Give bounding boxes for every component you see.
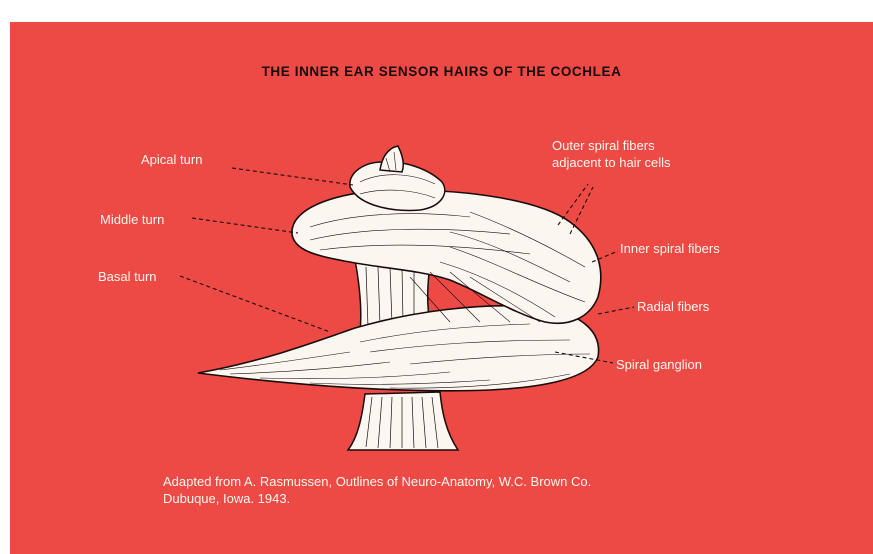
middle-turn-disc: [292, 190, 601, 323]
red-panel: THE INNER EAR SENSOR HAIRS OF THE COCHLE…: [10, 22, 873, 554]
leader-radial: [598, 307, 634, 314]
leader-basal: [180, 276, 330, 332]
caption-line-1: Adapted from A. Rasmussen, Outlines of N…: [163, 473, 591, 490]
leader-apical: [232, 168, 353, 185]
leader-outer-2: [570, 187, 593, 234]
label-middle-turn: Middle turn: [100, 211, 164, 228]
leader-outer-1: [558, 184, 588, 225]
apical-tip: [380, 146, 403, 172]
label-outer-spiral-fibers-1: Outer spiral fibers: [552, 137, 655, 154]
modiolus-stem: [348, 392, 458, 450]
label-outer-spiral-fibers-2: adjacent to hair cells: [552, 154, 671, 171]
leader-middle: [192, 218, 298, 233]
source-caption: Adapted from A. Rasmussen, Outlines of N…: [163, 473, 591, 507]
label-apical-turn: Apical turn: [141, 151, 202, 168]
caption-line-2: Dubuque, Iowa. 1943.: [163, 490, 591, 507]
label-radial-fibers: Radial fibers: [637, 298, 709, 315]
label-spiral-ganglion: Spiral ganglion: [616, 356, 702, 373]
label-basal-turn: Basal turn: [98, 268, 157, 285]
label-inner-spiral-fibers: Inner spiral fibers: [620, 240, 720, 257]
